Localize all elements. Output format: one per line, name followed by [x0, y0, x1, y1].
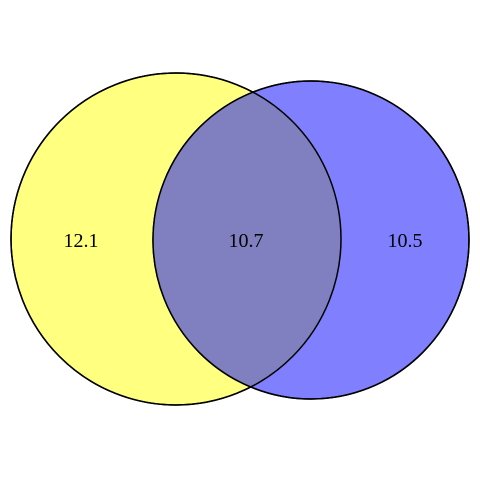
intersection-value: 10.7 [229, 230, 264, 252]
right-only-value: 10.5 [388, 230, 423, 252]
left-set-outline [10, 72, 342, 406]
left-only-value: 12.1 [64, 230, 99, 252]
intersection-region [153, 81, 341, 399]
right-set-outline [152, 80, 470, 400]
